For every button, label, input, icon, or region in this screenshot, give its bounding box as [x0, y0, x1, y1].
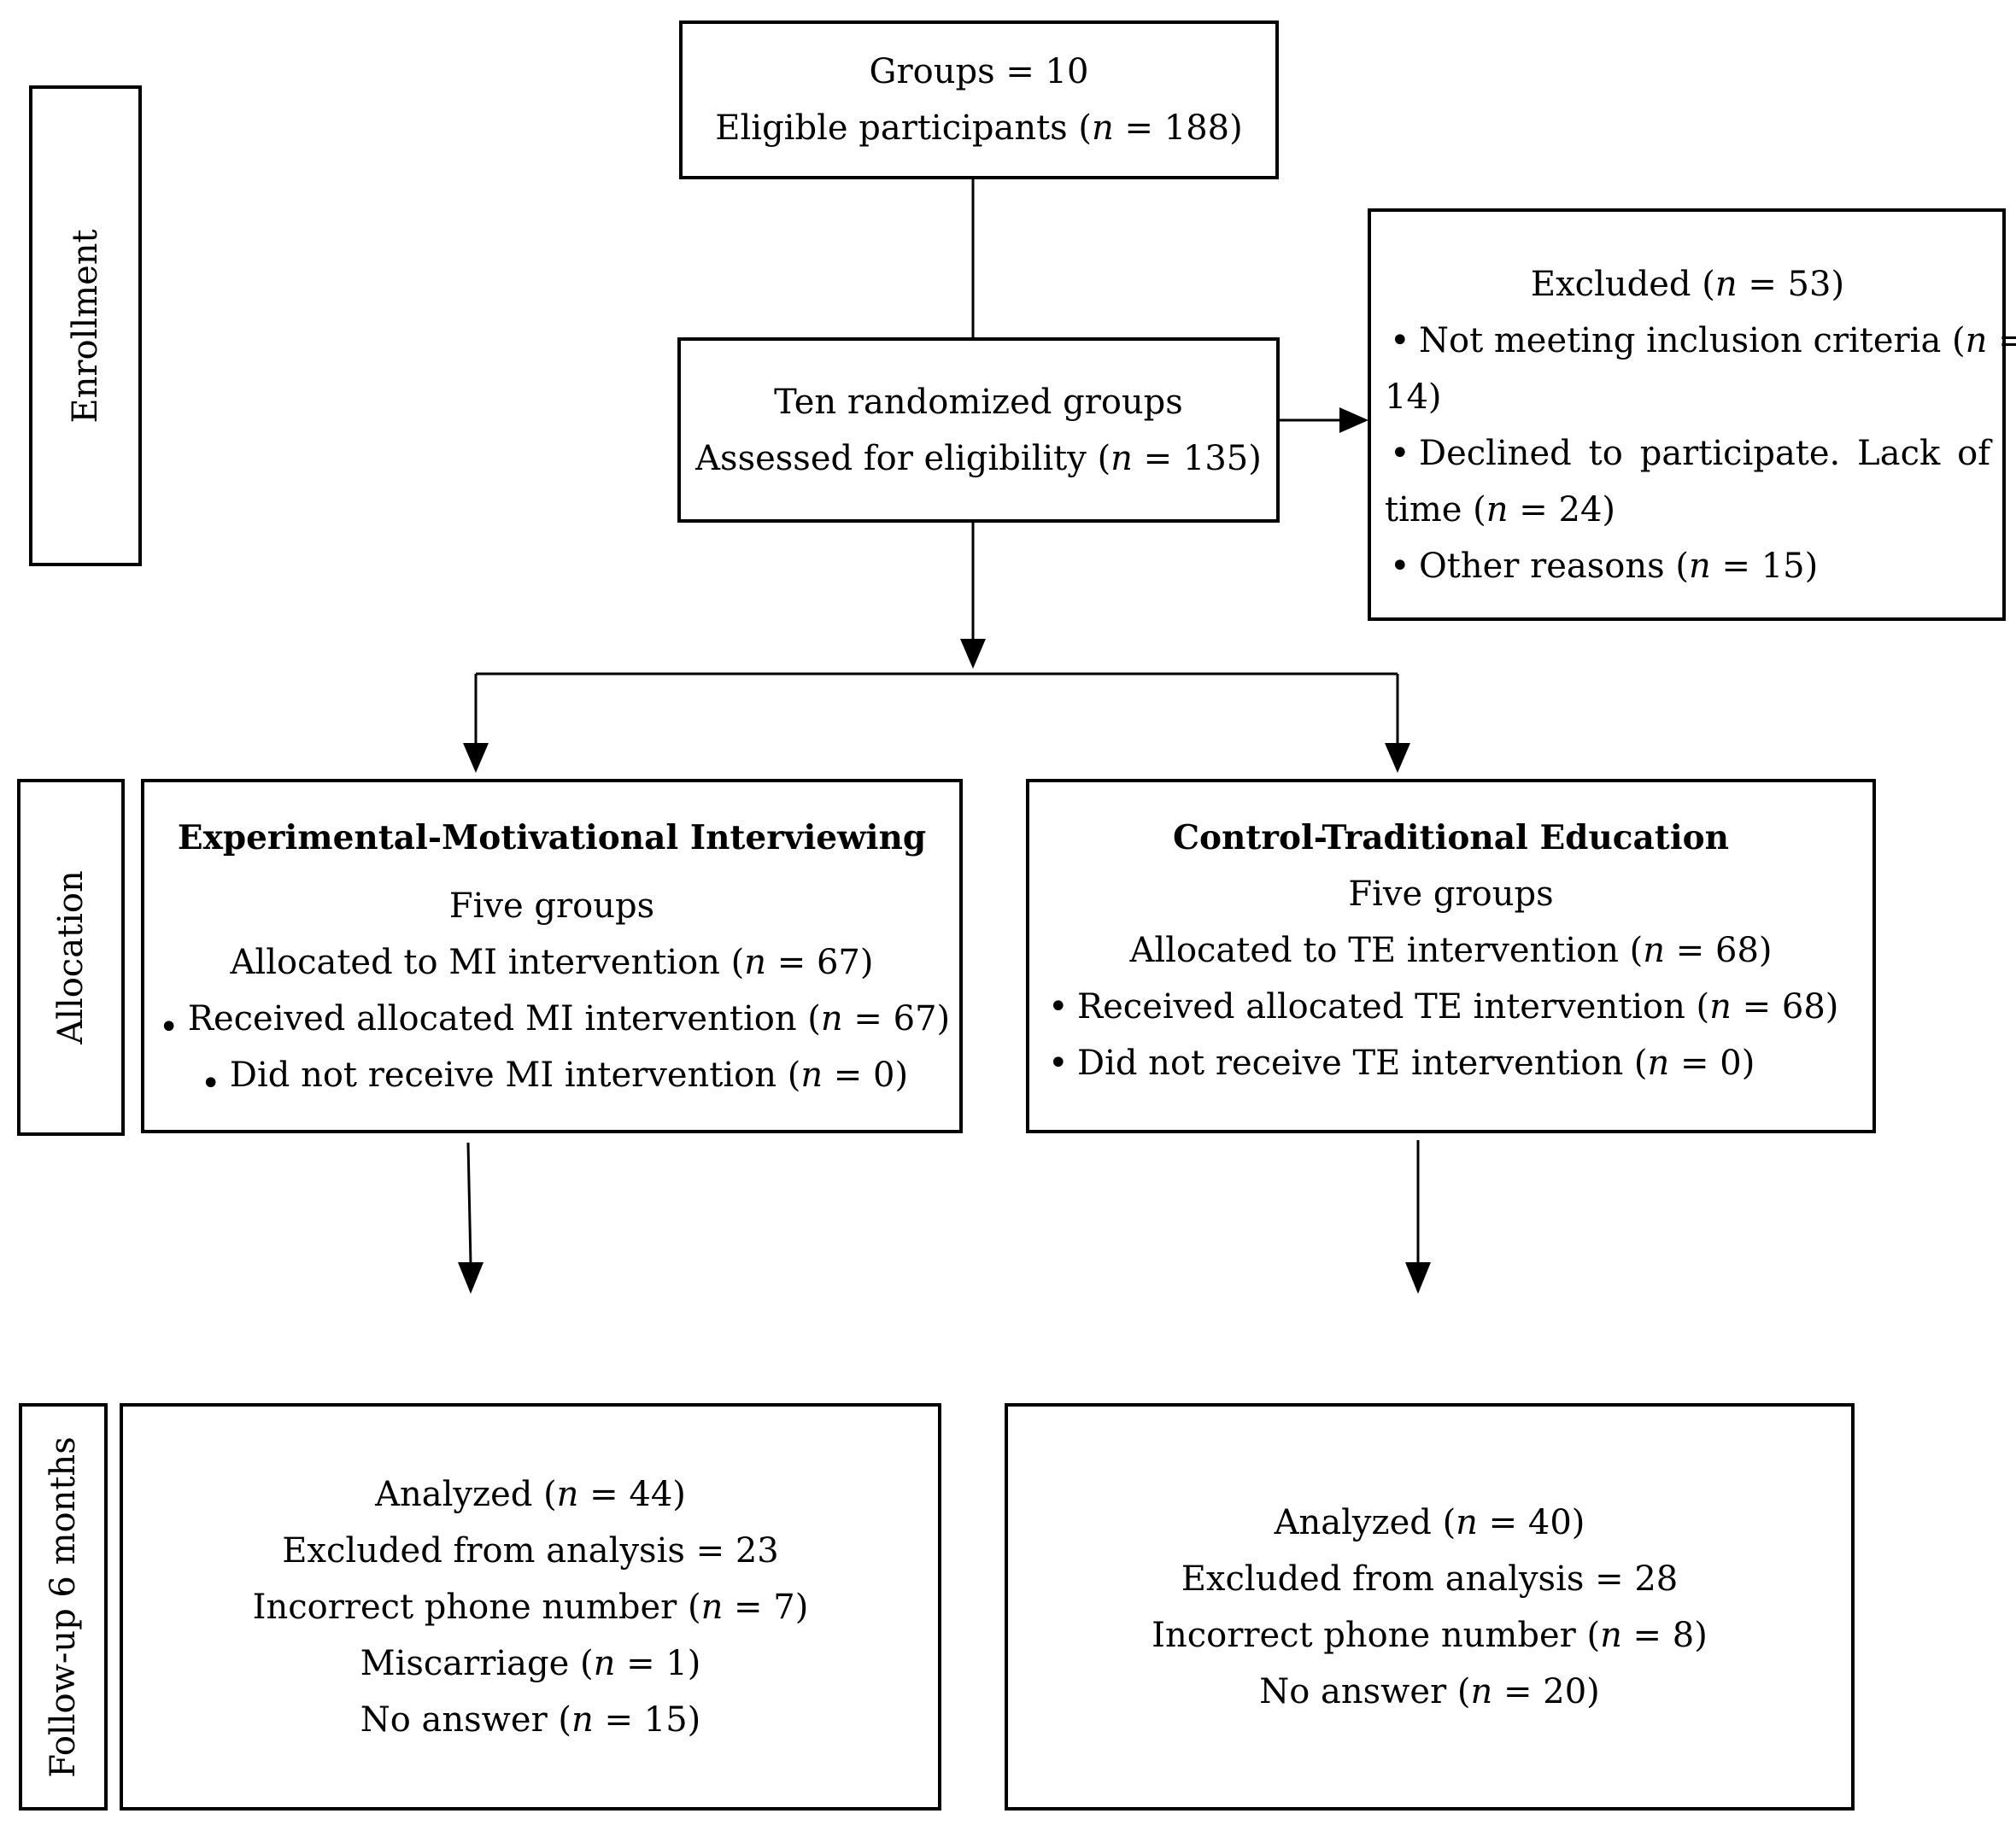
- randomized-groups-box: Ten randomized groups Assessed for eligi…: [677, 337, 1280, 523]
- mi-five-groups: Five groups: [448, 886, 655, 926]
- stage-enrollment: Enrollment: [29, 85, 142, 566]
- mi-followup-box: Analyzed (n = 44) Excluded from analysis…: [120, 1403, 941, 1811]
- mi-not-received: Did not receive MI intervention (n = 0): [144, 1047, 959, 1103]
- mi-allocated: Allocated to MI intervention (n = 67): [230, 943, 874, 982]
- te-incorrect-phone: Incorrect phone number (n = 8): [1152, 1615, 1708, 1655]
- excluded-declined-cont: time (n = 24): [1385, 490, 1616, 529]
- stage-enrollment-label: Enrollment: [66, 228, 105, 424]
- te-allocated: Allocated to TE intervention (n = 68): [1129, 931, 1773, 970]
- te-excluded-analysis: Excluded from analysis = 28: [1181, 1559, 1679, 1599]
- eligible-participants: Eligible participants (n = 188): [715, 108, 1243, 148]
- mi-analyzed: Analyzed (n = 44): [375, 1474, 686, 1514]
- te-title: Control-Traditional Education: [1172, 818, 1730, 857]
- mi-miscarriage: Miscarriage (n = 1): [360, 1643, 701, 1683]
- assessed-eligibility: Assessed for eligibility (n = 135): [695, 438, 1262, 478]
- excluded-other-reasons: Other reasons (n = 15): [1385, 538, 1990, 594]
- excluded-declined: Declined to participate. Lack of: [1385, 425, 1990, 482]
- randomized-groups: Ten randomized groups: [774, 382, 1183, 422]
- mi-excluded-analysis: Excluded from analysis = 23: [282, 1530, 779, 1571]
- stage-allocation: Allocation: [17, 779, 125, 1136]
- stage-allocation-label: Allocation: [51, 870, 91, 1044]
- excluded-not-meeting-criteria-cont: 14): [1385, 377, 1442, 417]
- te-allocation-box: Control-Traditional Education Five group…: [1026, 779, 1876, 1133]
- mi-no-answer: No answer (n = 15): [360, 1699, 701, 1740]
- arrowhead-excluded: [1339, 407, 1368, 433]
- te-analyzed: Analyzed (n = 40): [1274, 1502, 1585, 1542]
- mi-incorrect-phone: Incorrect phone number (n = 7): [252, 1587, 809, 1627]
- excluded-box: Excluded (n = 53) Not meeting inclusion …: [1368, 208, 2016, 621]
- te-not-received: Did not receive TE intervention (n = 0): [1043, 1035, 1872, 1091]
- stage-followup-label: Follow-up 6 months: [44, 1436, 83, 1778]
- excluded-not-meeting-criteria: Not meeting inclusion criteria (n =: [1385, 313, 2016, 369]
- te-followup-box: Analyzed (n = 40) Excluded from analysis…: [1005, 1403, 1855, 1811]
- arrowhead-te-followup: [1405, 1262, 1431, 1294]
- line-mi-down: [466, 1142, 472, 1265]
- arrowhead-randomized-down: [960, 639, 986, 669]
- te-five-groups: Five groups: [1348, 875, 1554, 914]
- mi-allocation-box: Experimental-Motivational Interviewing F…: [141, 779, 963, 1133]
- stage-followup: Follow-up 6 months: [19, 1403, 108, 1811]
- te-received: Received allocated TE intervention (n = …: [1043, 979, 1872, 1035]
- arrowhead-mi-allocation: [463, 743, 489, 773]
- te-no-answer: No answer (n = 20): [1259, 1671, 1600, 1711]
- excluded-title: Excluded (n = 53): [1530, 265, 1845, 304]
- arrowhead-mi-followup: [458, 1262, 483, 1294]
- arrowhead-te-allocation: [1385, 743, 1410, 773]
- mi-received: Received allocated MI intervention (n = …: [144, 991, 959, 1047]
- mi-title: Experimental-Motivational Interviewing: [177, 818, 927, 857]
- eligible-participants-box: Groups = 10 Eligible participants (n = 1…: [679, 20, 1279, 179]
- groups-count: Groups = 10: [869, 52, 1089, 91]
